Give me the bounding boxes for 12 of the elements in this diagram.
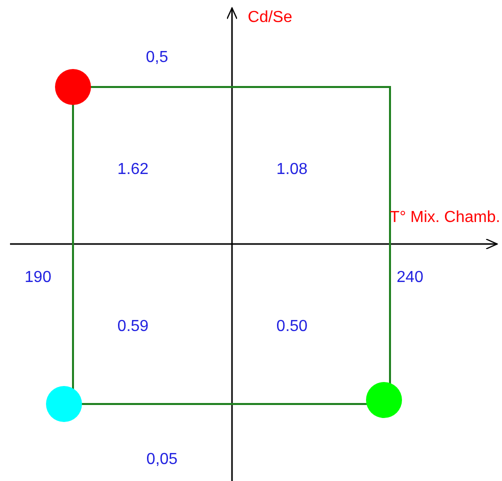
circle-marker [46,386,82,422]
circle-marker [366,382,402,418]
value-label: 1.08 [276,162,308,178]
axis-label: Cd/Se [248,10,292,26]
tick-label: 240 [396,270,424,286]
value-label: 0.59 [117,319,149,335]
circle-marker [55,69,91,105]
value-label: 0,05 [146,452,178,468]
value-label: 1.62 [117,162,149,178]
value-label: 0.50 [276,319,308,335]
value-label: 0,5 [146,50,168,66]
tick-label: 190 [24,270,52,286]
